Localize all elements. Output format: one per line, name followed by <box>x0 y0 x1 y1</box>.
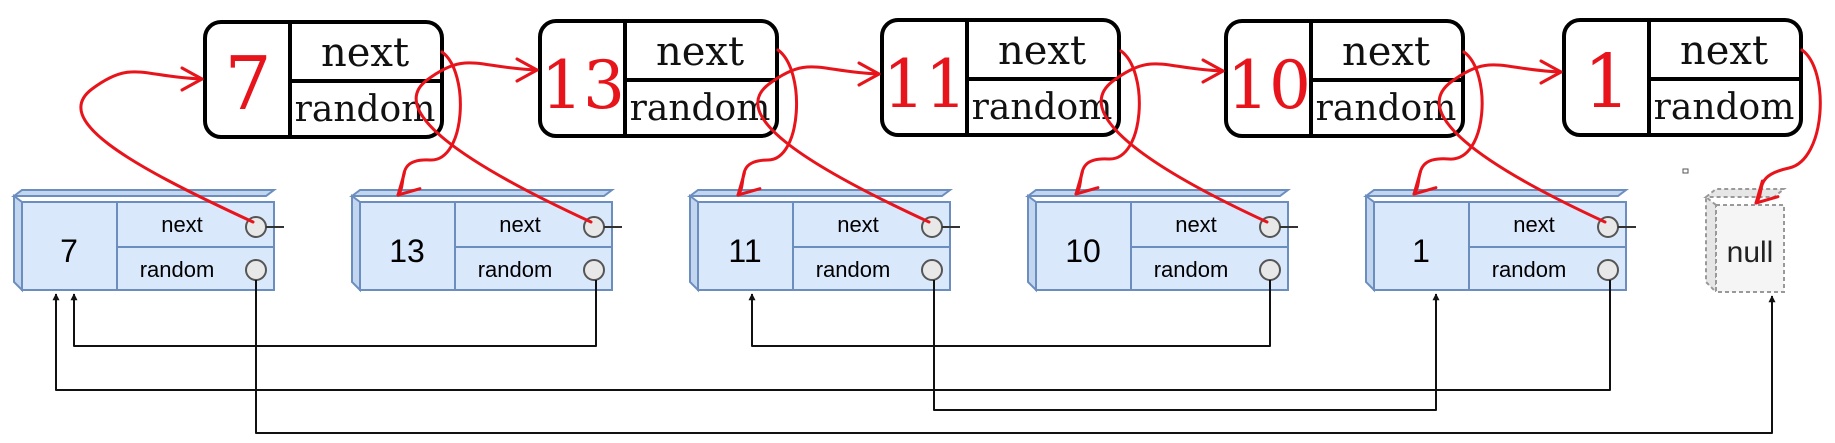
node-next-label: next <box>837 212 879 237</box>
null-node: null <box>1703 188 1787 295</box>
copied-node: 1 next random <box>1562 18 1803 137</box>
null-top-face <box>1703 188 1787 198</box>
red-link-arrow <box>1099 62 1269 224</box>
red-link-arrow <box>1437 63 1607 224</box>
node-value: 13 <box>389 233 425 269</box>
node-random-label: random <box>1492 257 1567 282</box>
node-top-face <box>1363 189 1629 197</box>
copied-node: 10 next random <box>1224 19 1465 138</box>
node-side-face <box>1027 194 1037 293</box>
node-random-label: random <box>140 257 215 282</box>
stray-mark <box>1682 168 1689 174</box>
null-label: null <box>1727 236 1774 269</box>
copied-node-value: 7 <box>224 41 271 127</box>
node-top-face <box>349 189 615 197</box>
random-pointer-dot <box>1597 259 1619 281</box>
copied-node: 7 next random <box>203 20 444 139</box>
random-arrow <box>52 280 1611 391</box>
original-node: 1 next random <box>1363 189 1636 293</box>
node-value: 1 <box>1412 233 1430 269</box>
random-arrow <box>933 280 1440 411</box>
red-arrow-head <box>736 171 762 197</box>
node-random-label: random <box>1154 257 1229 282</box>
copied-next-label: next <box>656 29 744 75</box>
random-pointer-dot <box>1259 259 1281 281</box>
original-node: 10 next random <box>1025 189 1298 293</box>
random-pointer-dot <box>583 259 605 281</box>
node-top-face <box>687 189 953 197</box>
node-side-face <box>13 194 23 293</box>
red-arrow-head <box>515 57 539 83</box>
red-arrow-head <box>1074 170 1100 196</box>
random-arrow <box>70 280 597 347</box>
copied-random-label: random <box>295 89 436 130</box>
copied-random-label: random <box>1316 88 1457 129</box>
random-arrow <box>255 280 1776 434</box>
red-link-arrow <box>756 65 931 224</box>
node-random-label: random <box>478 257 553 282</box>
copied-random-label: random <box>972 87 1113 128</box>
original-node: 11 next random <box>687 189 960 293</box>
red-arrow-head <box>857 61 881 87</box>
node-top-face <box>1025 189 1291 197</box>
original-node: 7 next random <box>11 189 284 293</box>
copied-node: 13 next random <box>538 19 779 138</box>
node-random-label: random <box>816 257 891 282</box>
red-link-arrow <box>414 61 593 224</box>
copied-next-label: next <box>321 30 409 76</box>
random-pointer-dot <box>921 259 943 281</box>
copied-node: 11 next random <box>880 18 1121 137</box>
node-next-label: next <box>161 212 203 237</box>
copied-node-value: 13 <box>541 47 625 124</box>
copied-next-label: next <box>1680 28 1768 74</box>
random-pointer-dot <box>245 259 267 281</box>
node-side-face <box>689 194 699 293</box>
red-link-arrow <box>79 70 255 224</box>
node-value: 11 <box>728 233 761 269</box>
null-side-face <box>1705 194 1717 295</box>
random-arrow <box>748 280 1271 347</box>
red-arrow-head <box>1201 58 1225 84</box>
node-value: 7 <box>60 233 78 269</box>
copied-next-label: next <box>998 28 1086 74</box>
node-next-label: next <box>499 212 541 237</box>
node-next-label: next <box>1513 212 1555 237</box>
red-arrow-head <box>180 66 204 92</box>
copied-random-label: random <box>630 88 771 129</box>
copied-next-label: next <box>1342 29 1430 75</box>
copied-random-label: random <box>1654 87 1795 128</box>
null-box <box>1715 204 1785 293</box>
copied-node-value: 1 <box>1583 39 1630 125</box>
red-arrow-head <box>1754 179 1780 205</box>
copied-node-value: 10 <box>1227 47 1311 124</box>
node-side-face <box>1365 194 1375 293</box>
copied-node-value: 11 <box>883 46 967 123</box>
red-arrow-head <box>396 171 422 197</box>
node-value: 10 <box>1065 233 1101 269</box>
node-side-face <box>351 194 361 293</box>
original-node: 13 next random <box>349 189 622 293</box>
node-top-face <box>11 189 277 197</box>
node-next-label: next <box>1175 212 1217 237</box>
red-arrow-head <box>1539 59 1563 85</box>
red-arrow-head <box>1412 170 1438 196</box>
